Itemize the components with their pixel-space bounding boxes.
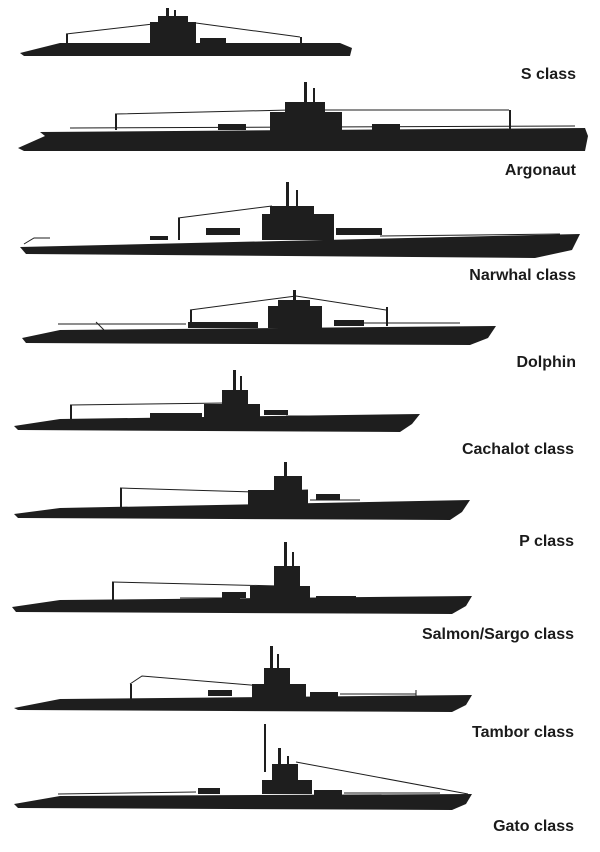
tambor-silhouette	[14, 646, 472, 712]
label-s-class: S class	[520, 66, 576, 83]
dolphin-silhouette	[22, 290, 496, 345]
gato-silhouette	[14, 724, 472, 810]
s-class-silhouette	[20, 8, 352, 56]
label-cachalot-class: Cachalot class	[461, 441, 574, 458]
narwhal-silhouette	[20, 182, 580, 258]
label-argonaut: Argonaut	[504, 162, 576, 179]
cachalot-silhouette	[14, 370, 420, 432]
label-dolphin: Dolphin	[516, 354, 576, 371]
salmon-sargo-silhouette	[12, 542, 472, 614]
label-gato-class: Gato class	[493, 818, 574, 835]
argonaut-silhouette	[18, 82, 588, 151]
label-p-class: P class	[519, 533, 574, 550]
p-class-silhouette	[14, 462, 470, 520]
label-narwhal-class: Narwhal class	[469, 267, 576, 284]
label-salmon-sargo-class: Salmon/Sargo class	[421, 626, 574, 643]
label-tambor-class: Tambor class	[472, 724, 574, 741]
